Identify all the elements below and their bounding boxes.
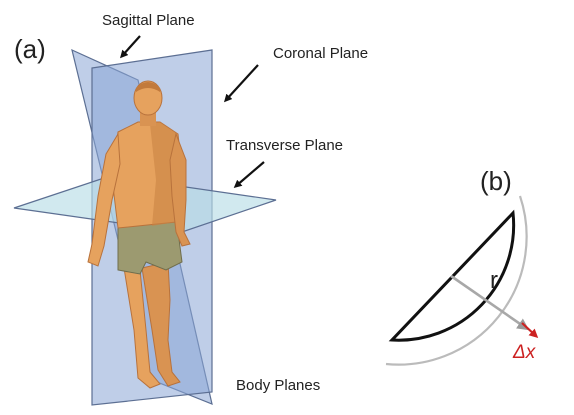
- delta-x-label: Δx: [512, 342, 537, 363]
- coronal-plane-label: Coronal Plane: [273, 45, 368, 62]
- delta-x-arrow: [522, 323, 536, 336]
- sagittal-arrow: [122, 36, 140, 56]
- panel-b-label: (b): [480, 166, 512, 196]
- coronal-arrow: [226, 65, 258, 100]
- transverse-plane-label: Transverse Plane: [226, 137, 343, 154]
- body-planes-illustration: (a) Sagittal Plane Coronal Plane Transve…: [14, 12, 368, 405]
- sagittal-plane-label: Sagittal Plane: [102, 12, 195, 29]
- panel-a-label: (a): [14, 34, 46, 64]
- body-planes-caption: Body Planes: [236, 377, 320, 394]
- radius-label: r: [490, 267, 498, 294]
- transverse-arrow: [236, 162, 264, 186]
- half-disc-diagram: (b) r Δx: [386, 166, 537, 365]
